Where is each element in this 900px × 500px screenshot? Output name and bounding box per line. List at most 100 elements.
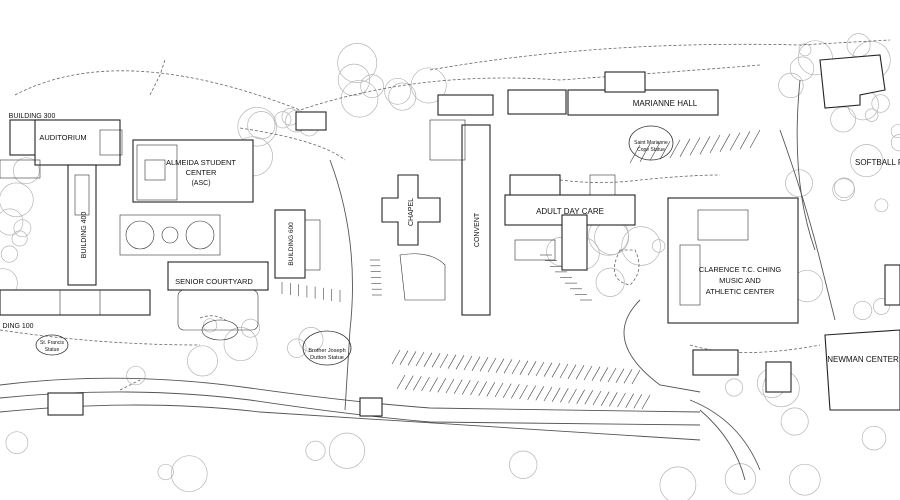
parking-stall-line	[567, 364, 577, 379]
tree-canopy	[509, 450, 538, 479]
parking-stall-line	[629, 144, 641, 164]
northeast-building	[819, 54, 886, 109]
tree-canopy	[5, 431, 29, 455]
tree-canopy	[274, 111, 292, 129]
label-almeida-line1: ALMEIDA STUDENT	[166, 158, 236, 167]
tree-canopy	[328, 432, 366, 469]
parking-stall-line	[600, 391, 610, 406]
tree-canopy	[830, 106, 856, 133]
parking-stall-line	[407, 351, 417, 366]
map-labels: BUILDING 300 AUDITORIUM ALMEIDA STUDENT …	[2, 99, 900, 364]
label-chapel: CHAPEL	[408, 198, 415, 226]
parking-stall-line	[478, 381, 487, 396]
label-softball-field: SOFTBALL FI	[855, 158, 900, 167]
tree-canopy	[287, 338, 307, 358]
label-senior-courtyard: SENIOR COURTYARD	[175, 277, 253, 286]
parking-lots	[281, 129, 761, 410]
parking-stall-line	[479, 357, 489, 372]
parking-stall-line	[659, 141, 671, 160]
parking-stall-line	[719, 133, 731, 152]
label-building-600: BUILDING 600	[288, 222, 295, 266]
label-building-400: BUILDING 400	[81, 212, 88, 259]
tree-canopy-layer	[0, 33, 900, 500]
parking-stall-line	[445, 378, 455, 394]
parking-stall-line	[519, 360, 529, 375]
parking-stall-line	[404, 375, 414, 390]
parking-stall-line	[535, 386, 545, 401]
tree-canopy	[0, 245, 18, 263]
parking-stall-line	[543, 362, 553, 377]
label-ching-line2: MUSIC AND	[719, 276, 761, 285]
parking-stall-line	[749, 129, 761, 149]
tree-canopy	[724, 463, 757, 495]
parking-stall-line	[470, 380, 479, 396]
tree-canopy	[890, 134, 900, 152]
parking-stall-line	[535, 361, 545, 377]
tree-canopy	[785, 169, 813, 198]
parking-stall-line	[689, 137, 701, 156]
site-features	[35, 125, 674, 366]
building-100	[0, 289, 151, 316]
parking-stall-line	[615, 368, 625, 383]
parking-stall-line	[494, 382, 504, 398]
label-marianne-statue-line2: Cope Statue	[637, 147, 665, 153]
parking-stall-line	[453, 379, 463, 394]
parking-stall-line	[447, 354, 457, 369]
tree-canopy	[241, 318, 261, 338]
label-convent: CONVENT	[474, 212, 481, 247]
label-building-100: DING 100	[2, 323, 33, 330]
parking-stall-line	[437, 378, 447, 393]
ching-music-athletic-center-building	[667, 197, 799, 324]
tree-canopy	[126, 365, 146, 386]
tree-canopy	[410, 67, 447, 104]
tree-canopy	[890, 124, 900, 139]
label-ching-line3: ATHLETIC CENTER	[706, 287, 775, 296]
saint-marianne-cope-statue-marker	[628, 125, 674, 161]
parking-stall-line	[607, 367, 617, 383]
brother-joseph-dutton-statue-marker	[302, 330, 352, 366]
parking-stall-line	[709, 134, 721, 154]
tree-canopy	[223, 327, 258, 362]
tree-canopy	[157, 463, 174, 481]
label-marianne-statue-line1: Saint Marianne	[634, 140, 668, 146]
parking-stall-line	[609, 392, 618, 407]
parking-stall-line	[583, 365, 593, 381]
parking-stall-line	[421, 376, 430, 392]
parking-stall-line	[599, 367, 609, 382]
parking-stall-line	[576, 389, 585, 404]
parking-stall-line	[396, 374, 406, 390]
tree-canopy	[853, 300, 873, 320]
parking-stall-line	[511, 359, 521, 375]
tree-canopy	[780, 407, 809, 436]
parking-stall-line	[592, 390, 602, 406]
tree-canopy	[203, 318, 218, 333]
tree-canopy	[798, 43, 812, 57]
auditorium-building	[34, 119, 121, 166]
label-dutton-statue-line2: Dutton Statue	[310, 355, 344, 361]
parking-stall-line	[495, 358, 505, 373]
parking-stall-line	[699, 136, 711, 155]
parking-stall-line	[568, 388, 577, 404]
tree-canopy	[873, 298, 890, 315]
parking-stall-line	[669, 139, 681, 159]
tree-canopy	[340, 79, 379, 118]
label-st-francis-line1: St. Francis	[40, 340, 64, 346]
parking-stall-line	[649, 142, 661, 161]
tree-canopy	[305, 440, 326, 461]
parking-stall-line	[429, 377, 438, 392]
parking-stall-line	[415, 351, 425, 367]
tree-canopy	[237, 106, 277, 147]
parking-stall-line	[617, 392, 626, 408]
parking-stall-line	[463, 355, 473, 371]
parking-stall-line	[511, 384, 520, 399]
label-newman-center: NEWMAN CENTER	[827, 355, 899, 364]
parking-stall-line	[471, 356, 481, 371]
parking-stall-line	[439, 353, 449, 369]
st-francis-statue-marker	[35, 334, 69, 356]
tree-canopy	[187, 345, 218, 377]
marianne-hall-building	[567, 89, 719, 116]
parking-stall-line	[584, 390, 594, 405]
parking-stall-line	[486, 382, 496, 397]
label-almeida-line2: CENTER	[186, 168, 217, 177]
